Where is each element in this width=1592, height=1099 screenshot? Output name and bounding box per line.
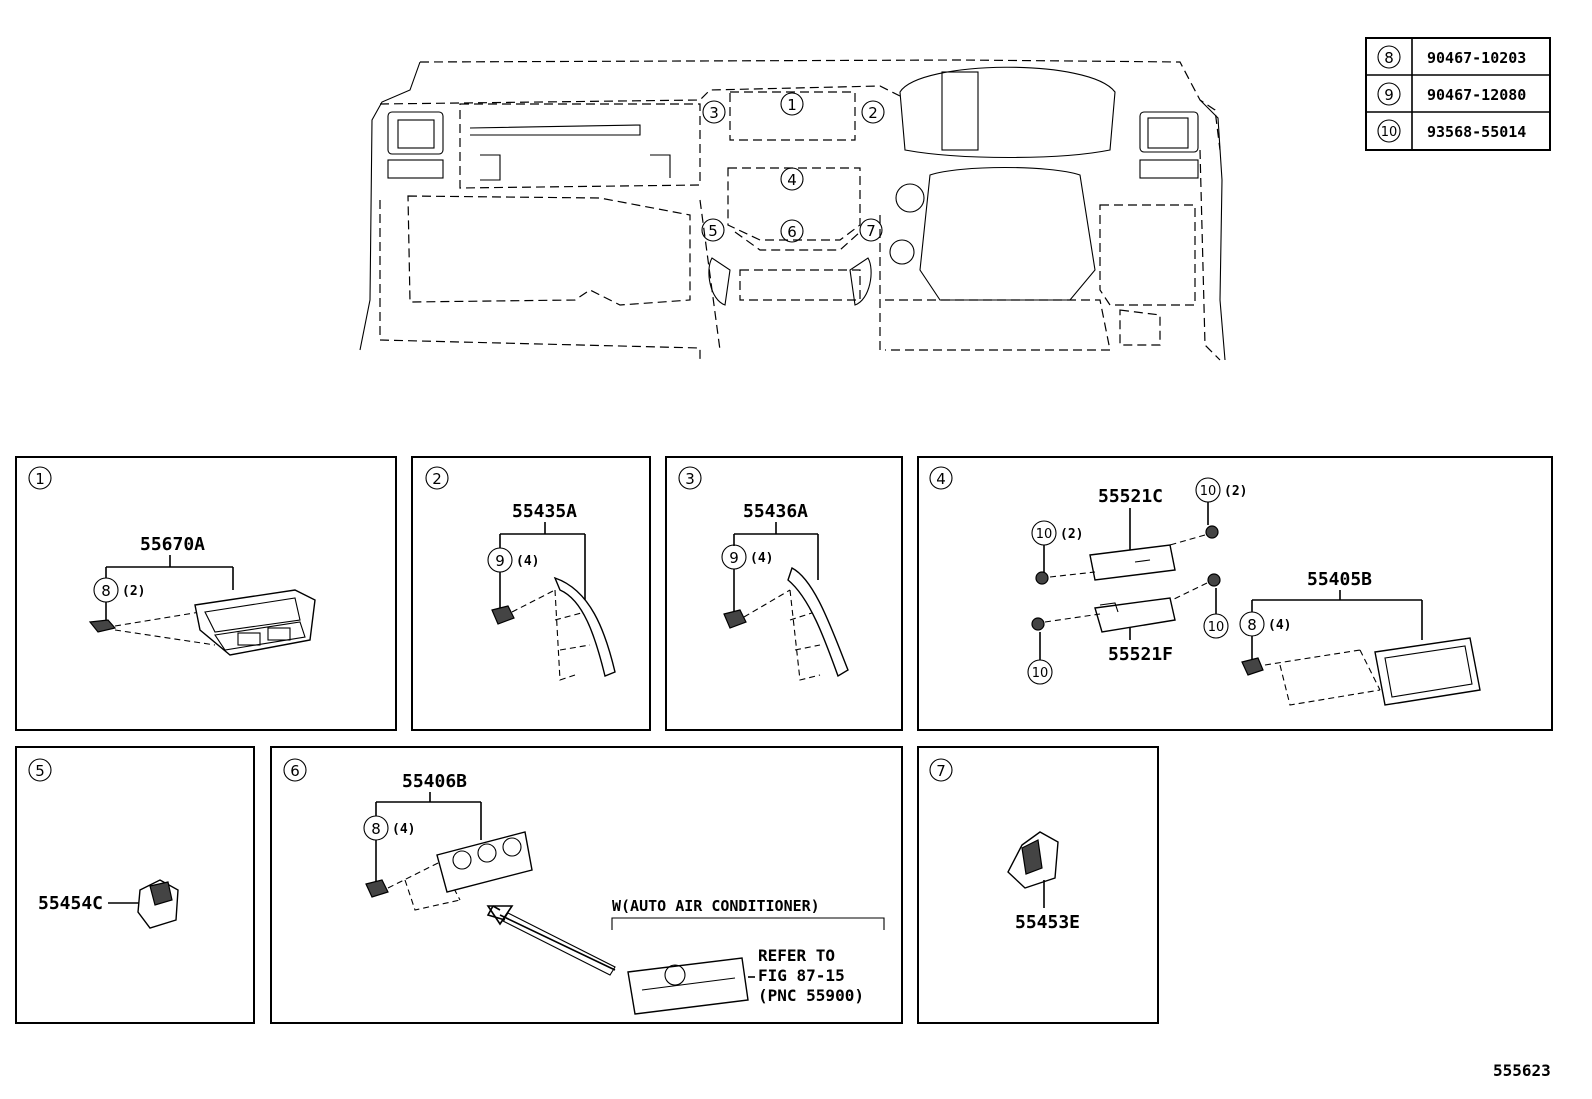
fastener-table: 8 90467-10203 9 90467-12080 10 93568-550… — [1365, 37, 1551, 151]
switch-panel-icon — [1094, 597, 1176, 633]
refer-line-2: FIG 87-15 — [758, 966, 845, 985]
p4-fastener-10d-ref: 10 — [1208, 620, 1225, 635]
p2-fastener-ref: 9 — [495, 552, 505, 570]
clip-icon — [491, 605, 515, 625]
p1-fastener-qty: (2) — [122, 584, 145, 599]
p4-fastener-10b-ref: 10 — [1200, 484, 1217, 499]
p4-fastener-10a-qty: (2) — [1060, 527, 1083, 542]
display-unit-icon — [1374, 637, 1481, 706]
auto-ac-control-icon — [627, 957, 749, 1015]
p6-fastener-ref: 8 — [371, 820, 381, 838]
refer-line-1: REFER TO — [758, 946, 835, 965]
overview-callout-5: 5 — [708, 222, 718, 240]
panel-3: 3 55436A 9 (4) — [665, 456, 903, 731]
panel-6-number: 6 — [290, 762, 300, 780]
p3-fastener-qty: (4) — [750, 551, 773, 566]
p3-fastener-ref: 9 — [729, 549, 739, 567]
panel-7-number: 7 — [936, 762, 946, 780]
clip-icon — [723, 609, 747, 629]
panel-4-number: 4 — [936, 470, 946, 488]
overview-callout-3: 3 — [709, 104, 719, 122]
screw-icon — [1031, 617, 1045, 631]
p4-fastener-10c-ref: 10 — [1032, 666, 1049, 681]
panel-3-number: 3 — [685, 470, 695, 488]
table-part-10: 93568-55014 — [1427, 123, 1526, 141]
table-ref-9: 9 — [1384, 86, 1394, 104]
center-cluster-icon — [194, 589, 316, 656]
overview-callout-2: 2 — [868, 104, 878, 122]
clip-icon — [88, 619, 117, 633]
switch-panel-icon — [1089, 544, 1176, 581]
panel-2: 2 55435A 9 (4) — [411, 456, 651, 731]
part-55521F-label: 55521F — [1108, 644, 1173, 665]
part-55521C-label: 55521C — [1098, 486, 1163, 507]
panel-6: 6 55406B 8 (4) W(AUTO AIR CONDITIONER) R… — [270, 746, 903, 1024]
panel-7: 7 55453E — [917, 746, 1159, 1024]
p4-fastener-10a-ref: 10 — [1036, 527, 1053, 542]
table-ref-10: 10 — [1381, 125, 1398, 140]
table-ref-8: 8 — [1384, 49, 1394, 67]
dashboard-overview — [359, 59, 1226, 361]
part-55453E-label: 55453E — [1015, 912, 1080, 933]
overview-callout-1: 1 — [787, 96, 797, 114]
panel-1-number: 1 — [35, 470, 45, 488]
part-55436A-label: 55436A — [743, 501, 808, 522]
part-55435A-label: 55435A — [512, 501, 577, 522]
panel-2-number: 2 — [432, 470, 442, 488]
table-part-9: 90467-12080 — [1427, 86, 1526, 104]
side-garnish-icon — [553, 576, 616, 677]
clip-icon — [365, 879, 389, 898]
figure-id: 555623 — [1493, 1061, 1551, 1080]
overview-callout-7: 7 — [866, 222, 876, 240]
table-part-8: 90467-10203 — [1427, 49, 1526, 67]
panel-5-number: 5 — [35, 762, 45, 780]
overview-callout-6: 6 — [787, 223, 797, 241]
screw-icon — [1035, 571, 1049, 585]
p6-fastener-qty: (4) — [392, 822, 415, 837]
part-55670A-label: 55670A — [140, 534, 205, 555]
side-garnish-icon — [787, 566, 849, 678]
p4-fastener-8-qty: (4) — [1268, 618, 1291, 633]
overview-callouts: 1 2 3 4 5 6 7 — [701, 92, 885, 243]
p4-fastener-10b-qty: (2) — [1224, 484, 1247, 499]
p2-fastener-qty: (4) — [516, 554, 539, 569]
panel-5: 5 55454C — [15, 746, 255, 1024]
part-55405B-label: 55405B — [1307, 569, 1372, 590]
refer-line-3: (PNC 55900) — [758, 986, 864, 1005]
screw-icon — [1207, 573, 1221, 587]
clip-icon — [1241, 657, 1264, 676]
screw-icon — [1205, 525, 1219, 539]
p4-fastener-8-ref: 8 — [1247, 616, 1257, 634]
panel-1: 1 55670A 8 (2) — [15, 456, 397, 731]
variant-label: W(AUTO AIR CONDITIONER) — [612, 897, 820, 915]
part-55406B-label: 55406B — [402, 771, 467, 792]
p1-fastener-ref: 8 — [101, 582, 111, 600]
part-55454C-label: 55454C — [38, 893, 103, 914]
panel-4: 4 55521C 10 (2) 10 (2) 55521F 10 — [917, 456, 1553, 731]
overview-callout-4: 4 — [787, 171, 797, 189]
